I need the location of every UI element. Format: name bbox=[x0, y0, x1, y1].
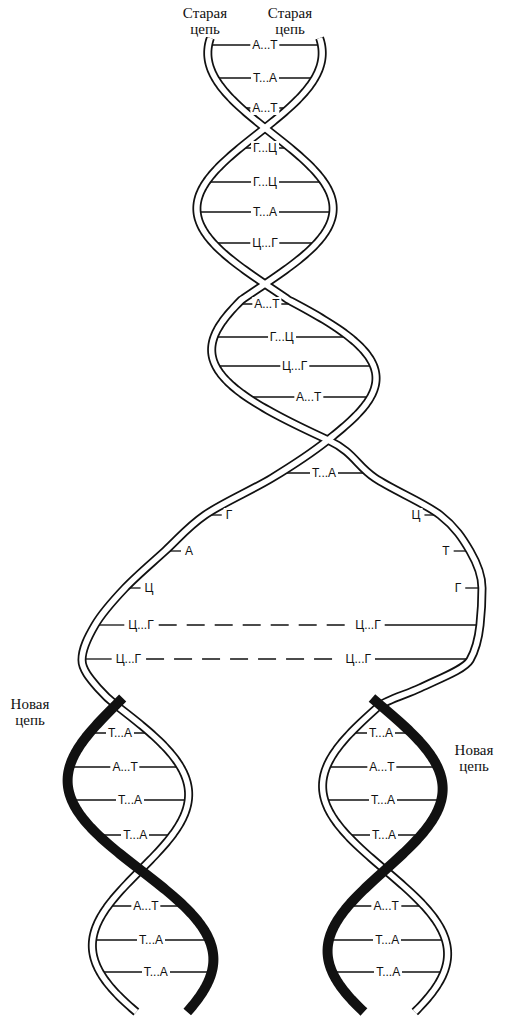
base-pair-label: Т...А bbox=[370, 828, 398, 842]
base-pair-label: Ц...Г bbox=[353, 618, 382, 632]
base-pair-label: Т...А bbox=[251, 205, 279, 219]
base-pair-label: Т...А bbox=[310, 466, 338, 480]
base-pair-label: А...Т bbox=[250, 101, 279, 115]
base-pair-label: А...Т bbox=[294, 390, 323, 404]
fork-bond bbox=[159, 624, 351, 626]
base-pair-label: Г...Ц bbox=[251, 141, 279, 155]
strand-label: Старая цепь bbox=[264, 5, 316, 37]
base-stub bbox=[375, 658, 470, 659]
base-pair-label: Т...А bbox=[137, 933, 165, 947]
strand-label: Новая цепь bbox=[4, 696, 56, 728]
base-pair-label: Ц...Г bbox=[126, 618, 155, 632]
base-pair-label: Т...А bbox=[251, 71, 279, 85]
strands bbox=[68, 38, 482, 1012]
strand-label: Новая цепь bbox=[448, 742, 500, 774]
base-pair-label: Т...А bbox=[374, 965, 402, 979]
base-pair-label: Т...А bbox=[367, 726, 395, 740]
base-pair-label: Ц...Г bbox=[344, 652, 373, 666]
old-strand bbox=[82, 38, 376, 1012]
base-pair-label: А...Т bbox=[372, 899, 401, 913]
base-pair-label: Т...А bbox=[142, 965, 170, 979]
base-pair-label: А...Т bbox=[110, 760, 139, 774]
base-label: Т bbox=[440, 544, 451, 558]
base-pair-label: Т...А bbox=[106, 726, 134, 740]
strand-label: Старая цепь bbox=[179, 5, 231, 37]
base-label: Г bbox=[453, 581, 464, 595]
base-stub bbox=[385, 624, 480, 625]
base-pair-label: А...Т bbox=[252, 297, 281, 311]
fork-bond bbox=[146, 658, 341, 660]
base-label: Г bbox=[224, 508, 235, 522]
old-strand-fill bbox=[208, 38, 482, 1012]
base-pair-label: А...Т bbox=[250, 38, 279, 52]
base-label: Ц bbox=[143, 581, 156, 595]
new-strand bbox=[328, 698, 443, 1012]
base-pair-label: Ц...Г bbox=[114, 652, 143, 666]
base-pair-label: Т...А bbox=[369, 793, 397, 807]
base-label: Ц bbox=[410, 508, 423, 522]
new-strand bbox=[68, 698, 214, 1012]
base-pair-label: Т...А bbox=[373, 933, 401, 947]
base-pair-label: Ц...Г bbox=[280, 359, 309, 373]
base-pair-label: Т...А bbox=[116, 793, 144, 807]
base-pair-label: Г...Ц bbox=[251, 175, 279, 189]
old-strand bbox=[208, 38, 482, 1012]
base-pair-label: Ц...Г bbox=[250, 236, 279, 250]
base-pair-label: А...Т bbox=[367, 760, 396, 774]
base-stub bbox=[82, 658, 111, 659]
base-pair-label: А...Т bbox=[131, 899, 160, 913]
base-label: А bbox=[183, 544, 195, 558]
base-pair-label: Г...Ц bbox=[268, 330, 296, 344]
old-strand-fill bbox=[82, 38, 376, 1012]
base-pair-label: Т...А bbox=[121, 828, 149, 842]
